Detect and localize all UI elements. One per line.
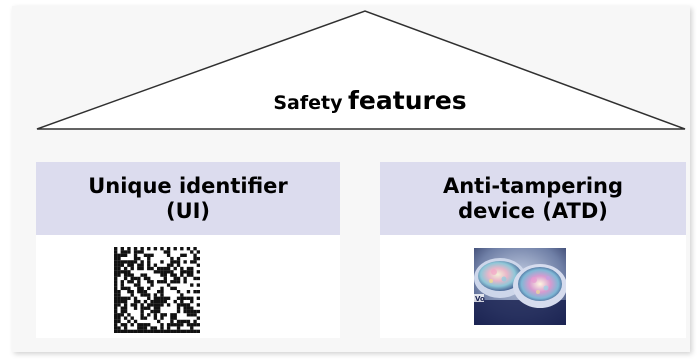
svg-text:Vo: Vo: [475, 295, 485, 303]
datamatrix-barcode-icon: [114, 247, 200, 333]
tamper-seal-photo-icon: Vo: [474, 248, 566, 325]
pillar-title-line-2: device (ATD): [458, 198, 608, 223]
roof-title-word-2: features: [348, 86, 467, 115]
pillar-anti-tampering-device: Anti-tampering device (ATD): [380, 162, 686, 338]
pillar-title-line-2: (UI): [165, 198, 211, 223]
pillar-title-line-1: Anti-tampering: [442, 173, 624, 198]
pillar-header: Anti-tampering device (ATD): [380, 162, 686, 235]
pillar-unique-identifier: Unique identifier (UI): [36, 162, 340, 338]
roof-triangle: [36, 10, 686, 130]
roof-title-word-1: Safety: [273, 92, 343, 114]
pillar-header: Unique identifier (UI): [36, 162, 340, 235]
roof-title: Safety features: [220, 86, 520, 115]
pillar-title-line-1: Unique identifier: [88, 173, 288, 198]
pillar-title: Unique identifier (UI): [88, 174, 288, 224]
pillar-title: Anti-tampering device (ATD): [443, 174, 623, 224]
